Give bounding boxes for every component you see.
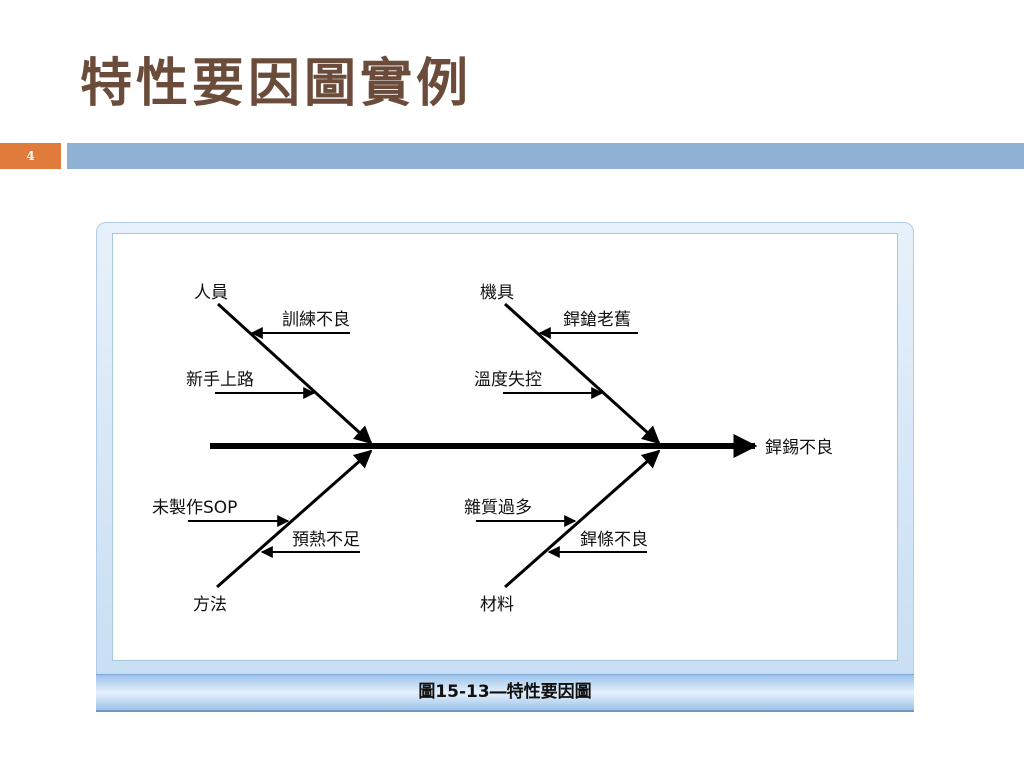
cause-material-2: 銲條不良 — [580, 530, 648, 550]
effect-label: 銲錫不良 — [765, 438, 833, 458]
slide-title: 特性要因圖實例 — [80, 53, 473, 114]
category-material-label: 材料 — [480, 595, 514, 615]
bone-method — [216, 449, 373, 589]
bone-machine — [503, 302, 661, 445]
bone-people — [216, 302, 373, 445]
cause-method-2: 預熱不足 — [292, 530, 360, 550]
cause-material-1: 雜質過多 — [464, 498, 532, 518]
cause-method-1: 未製作SOP — [152, 498, 237, 518]
cause-people-1: 訓練不良 — [282, 310, 350, 330]
cause-machine-2: 溫度失控 — [474, 370, 542, 390]
title-band — [67, 143, 1024, 169]
category-method-label: 方法 — [193, 595, 227, 615]
bone-material — [504, 449, 661, 589]
category-people-label: 人員 — [194, 283, 228, 303]
cause-people-2: 新手上路 — [186, 370, 254, 390]
page-number: 4 — [0, 143, 61, 169]
category-machine-label: 機具 — [480, 283, 514, 303]
cause-machine-1: 銲鎗老舊 — [563, 310, 631, 330]
figure-caption: 圖15-13―特性要因圖 — [96, 674, 914, 712]
